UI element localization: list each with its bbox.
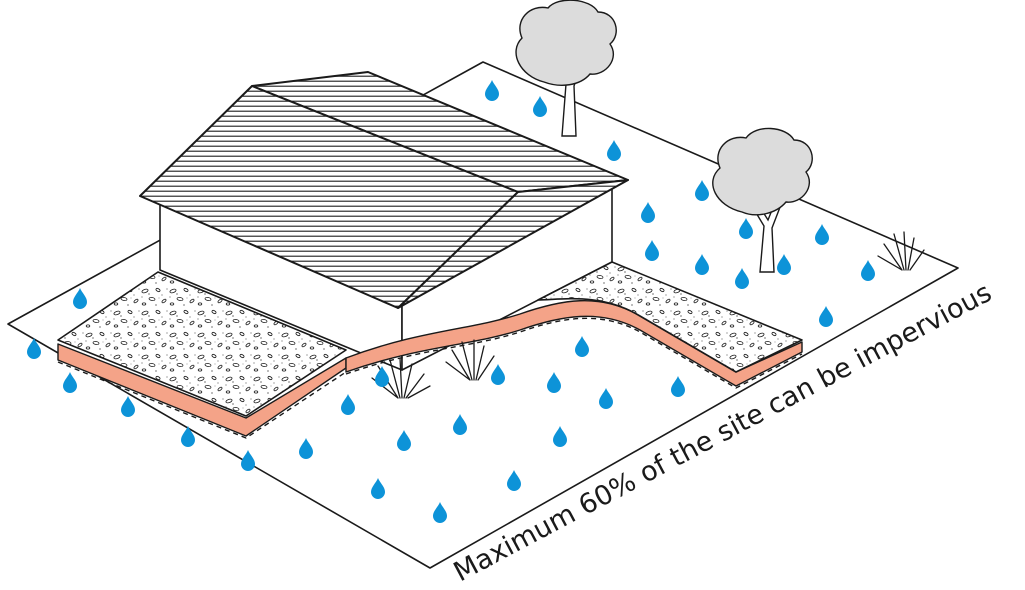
raindrop-icon (599, 388, 613, 409)
grass-plant (445, 339, 495, 381)
raindrop-icon (433, 502, 447, 523)
raindrop-icon (485, 80, 499, 101)
path-base (345, 300, 803, 387)
raindrop-icon (73, 288, 87, 309)
raindrop-icon (861, 260, 875, 281)
raindrop-icon (575, 336, 589, 357)
grass-plant (877, 231, 925, 271)
roof-gable-end (397, 179, 629, 309)
raindrop-icon (819, 306, 833, 327)
raindrop-icon (645, 240, 659, 261)
raindrop-icon (607, 140, 621, 161)
raindrop-icon (739, 218, 753, 239)
raindrop-icon (553, 426, 567, 447)
raindrop-icon (63, 372, 77, 393)
raindrop-icon (371, 478, 385, 499)
raindrops (27, 80, 875, 523)
raindrop-icon (397, 430, 411, 451)
raindrop-icon (507, 470, 521, 491)
raindrop-icon (641, 202, 655, 223)
raindrop-icon (299, 438, 313, 459)
raindrop-icon (453, 414, 467, 435)
raindrop-icon (241, 450, 255, 471)
path-surface (537, 261, 803, 373)
tree-canopy (712, 127, 813, 216)
patio-surface (57, 271, 347, 417)
raindrop-icon (533, 96, 547, 117)
raindrop-icon (375, 366, 389, 387)
tree-canopy (515, 0, 617, 86)
raindrop-icon (181, 426, 195, 447)
raindrop-icon (121, 396, 135, 417)
tree (515, 0, 617, 137)
raindrop-icon (671, 376, 685, 397)
raindrop-icon (735, 268, 749, 289)
gravel-path (345, 261, 803, 389)
raindrop-icon (815, 224, 829, 245)
raindrop-icon (547, 372, 561, 393)
raindrop-icon (695, 254, 709, 275)
raindrop-icon (341, 394, 355, 415)
raindrop-icon (777, 254, 791, 275)
tree (712, 127, 813, 273)
raindrop-icon (695, 180, 709, 201)
raindrop-icon (27, 338, 41, 359)
hatched-gable-roof (139, 71, 629, 309)
raindrop-icon (491, 364, 505, 385)
